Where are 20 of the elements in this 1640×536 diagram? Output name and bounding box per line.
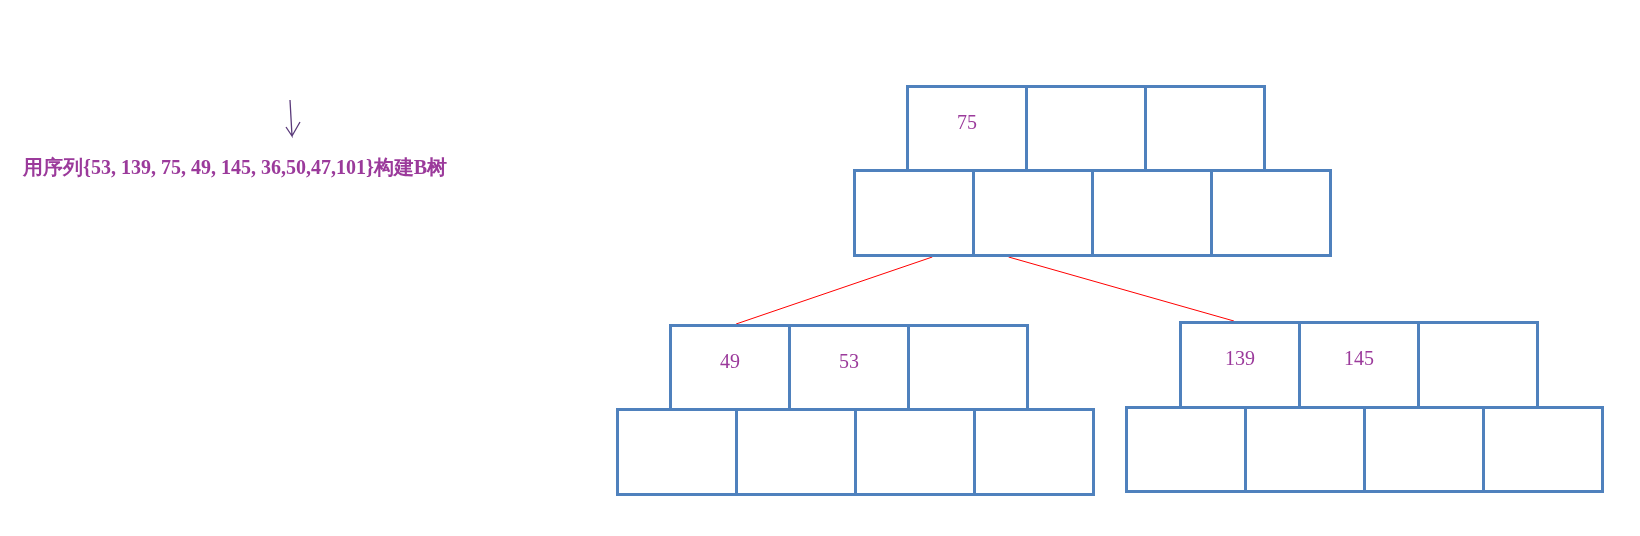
key-cell bbox=[906, 85, 1028, 172]
pointer-cell bbox=[616, 408, 738, 496]
connector-line bbox=[735, 256, 933, 325]
key-value: 145 bbox=[1343, 346, 1375, 370]
pointer-cell bbox=[1417, 321, 1539, 409]
key-value: 49 bbox=[719, 349, 741, 373]
key-cell bbox=[1179, 321, 1301, 409]
key-value: 75 bbox=[956, 110, 978, 134]
pointer-cell bbox=[1210, 169, 1332, 257]
pointer-cell bbox=[1125, 406, 1247, 493]
pointer-cell bbox=[1482, 406, 1604, 493]
pointer-cell bbox=[1144, 85, 1266, 172]
connector-line bbox=[1008, 256, 1235, 322]
key-cell bbox=[669, 324, 791, 411]
pointer-cell bbox=[853, 169, 975, 257]
title-text: 用序列{53, 139, 75, 49, 145, 36,50,47,101}构建B树 bbox=[23, 155, 448, 180]
key-value: 139 bbox=[1224, 346, 1256, 370]
pointer-cell bbox=[973, 408, 1095, 496]
key-value: 53 bbox=[838, 349, 860, 373]
pointer-cell bbox=[907, 324, 1029, 411]
